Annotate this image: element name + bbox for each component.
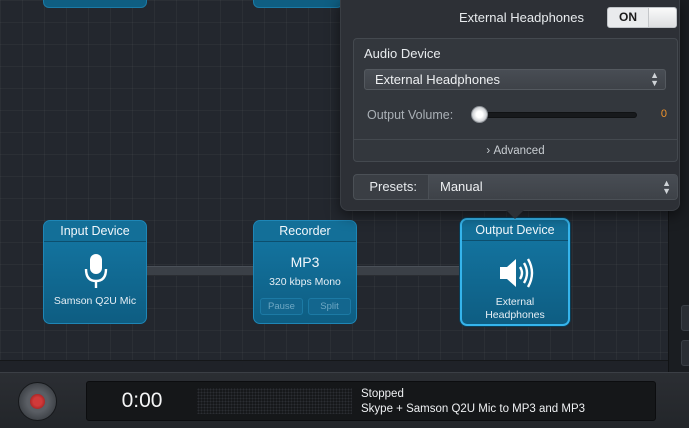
speaker-icon xyxy=(500,258,534,288)
offscreen-block-left[interactable] xyxy=(43,0,147,8)
audio-device-select[interactable]: External Headphones ▲▼ xyxy=(364,69,666,90)
status-display: 0:00 Stopped Skype + Samson Q2U Mic to M… xyxy=(86,381,656,421)
output-volume-slider-knob[interactable] xyxy=(471,106,488,123)
input-device-block[interactable]: Input Device Samson Q2U Mic xyxy=(43,220,147,324)
audio-device-label: Audio Device xyxy=(364,46,441,61)
canvas-bottom-edge xyxy=(0,360,668,372)
offscreen-block-middle[interactable] xyxy=(253,0,343,8)
split-button[interactable]: Split xyxy=(308,298,351,315)
gutter-button-1[interactable] xyxy=(681,305,689,331)
popover-title: External Headphones xyxy=(458,10,584,25)
presets-value: Manual xyxy=(440,179,483,194)
output-device-popover: External Headphones ON Audio Device Exte… xyxy=(340,0,680,211)
updown-chevron-icon: ▲▼ xyxy=(662,178,671,196)
toggle-on-label: ON xyxy=(619,10,637,24)
output-device-block[interactable]: Output Device External Headphones xyxy=(460,218,570,326)
toggle-knob xyxy=(648,8,676,27)
status-line-source: Skype + Samson Q2U Mic to MP3 and MP3 xyxy=(361,403,586,415)
elapsed-time: 0:00 xyxy=(121,389,163,412)
transport-bar: 0:00 Stopped Skype + Samson Q2U Mic to M… xyxy=(0,372,689,428)
presets-control: Presets: Manual ▲▼ xyxy=(353,174,678,200)
level-meter xyxy=(197,388,352,414)
record-icon xyxy=(30,394,45,409)
output-device-name-line1: External xyxy=(495,296,535,308)
connector-recorder-output xyxy=(357,266,461,276)
input-device-name: Samson Q2U Mic xyxy=(53,295,137,307)
on-off-toggle[interactable]: ON xyxy=(607,7,677,28)
output-volume-label: Output Volume: xyxy=(367,108,454,122)
updown-chevron-icon: ▲▼ xyxy=(650,70,659,88)
output-device-name-line2: Headphones xyxy=(485,309,545,321)
pause-button[interactable]: Pause xyxy=(260,298,303,315)
audio-device-value: External Headphones xyxy=(375,72,501,87)
recorder-format: MP3 xyxy=(290,254,320,270)
output-device-title: Output Device xyxy=(462,220,568,241)
audio-device-panel: Audio Device External Headphones ▲▼ Outp… xyxy=(353,38,678,162)
chevron-right-icon: › xyxy=(486,145,494,157)
presets-select[interactable]: Manual ▲▼ xyxy=(429,175,677,199)
record-button[interactable] xyxy=(18,382,57,421)
output-volume-value: 0 xyxy=(660,108,667,120)
input-device-title: Input Device xyxy=(44,221,146,242)
recorder-block[interactable]: Recorder MP3 320 kbps Mono Pause Split xyxy=(253,220,357,324)
popover-arrow xyxy=(506,210,524,219)
status-text: Stopped Skype + Samson Q2U Mic to MP3 an… xyxy=(361,387,585,417)
connector-input-recorder xyxy=(147,266,254,276)
advanced-label: Advanced xyxy=(493,145,545,157)
presets-label: Presets: xyxy=(354,175,429,199)
advanced-disclosure[interactable]: › Advanced xyxy=(354,139,677,162)
output-volume-slider[interactable] xyxy=(472,112,637,118)
recorder-details: 320 kbps Mono xyxy=(269,276,341,288)
gutter-button-2[interactable] xyxy=(681,340,689,366)
recorder-title: Recorder xyxy=(254,221,356,242)
microphone-icon xyxy=(84,254,108,288)
status-line-state: Stopped xyxy=(361,388,404,400)
